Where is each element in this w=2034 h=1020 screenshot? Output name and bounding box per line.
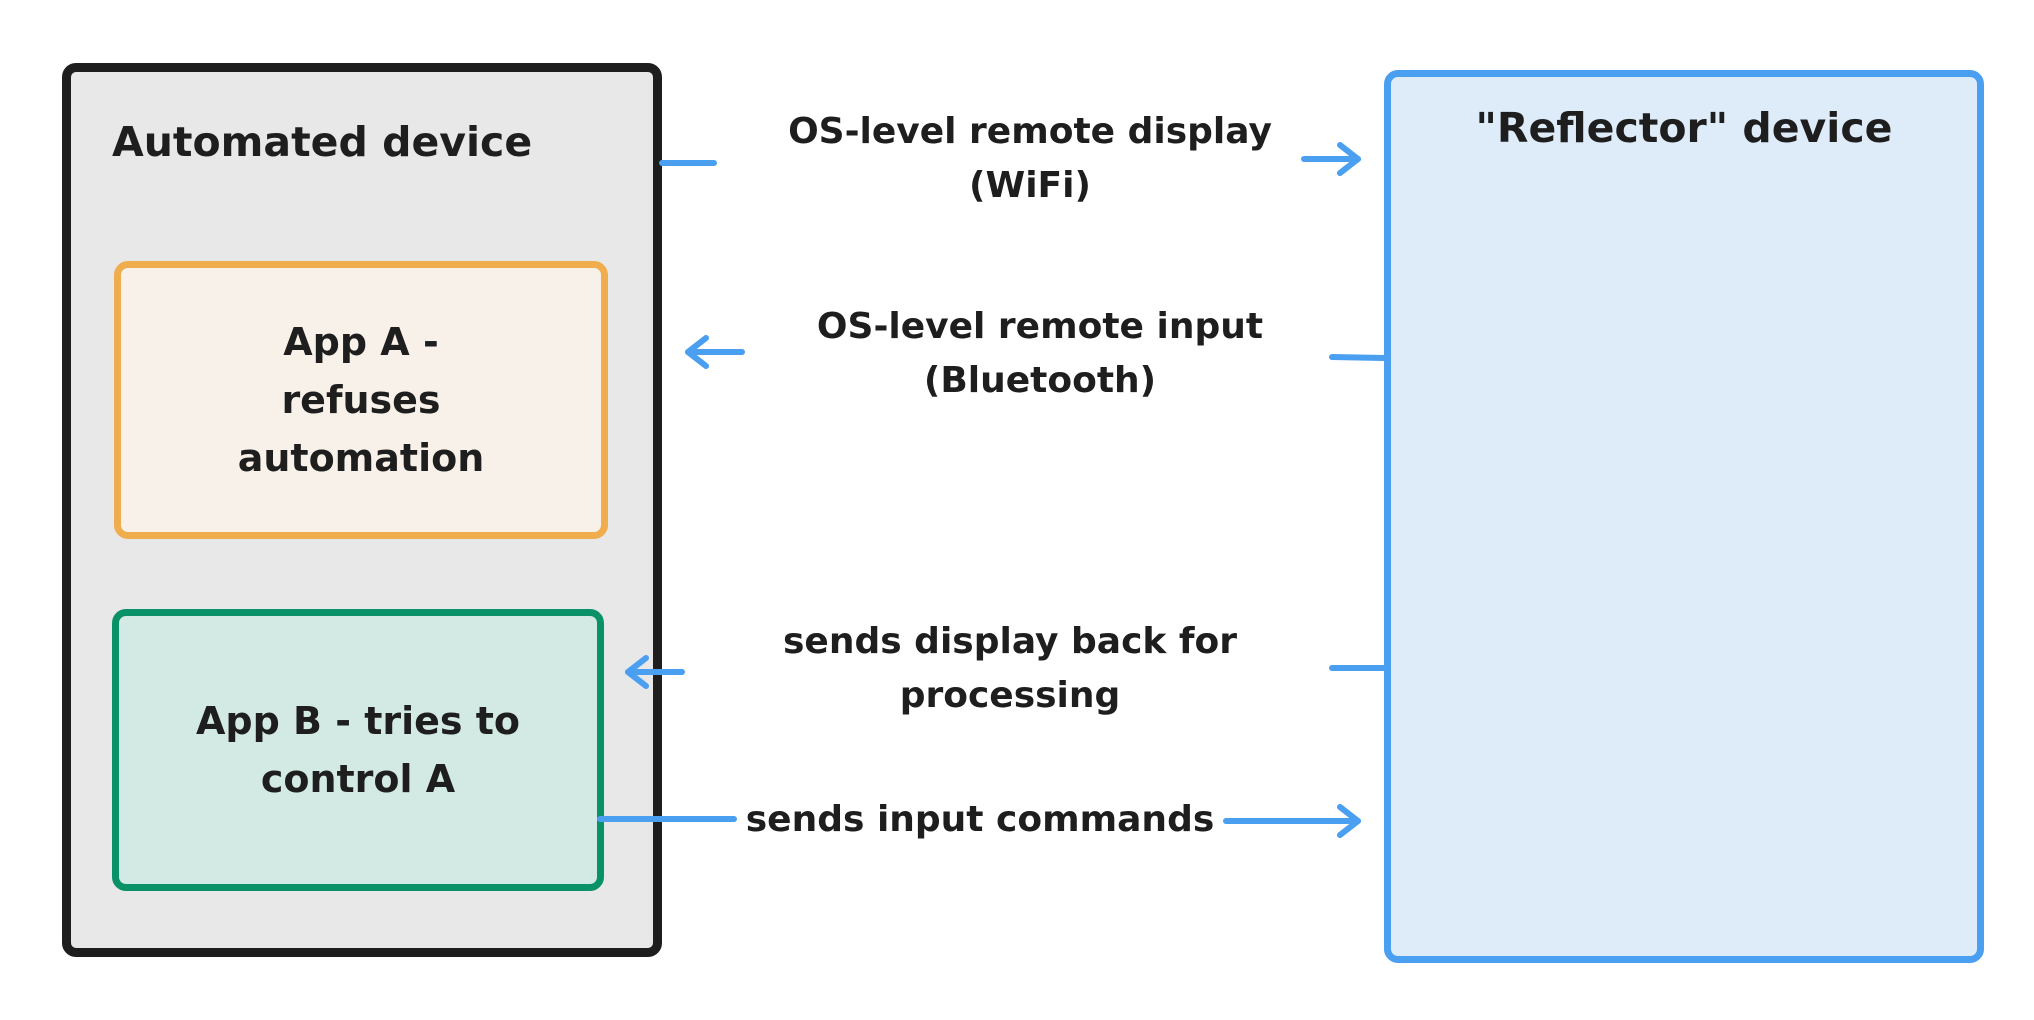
remote-display-text: OS-level remote display (WiFi) (788, 111, 1272, 206)
app-b-text: App B - tries to control A (195, 699, 521, 801)
app-b-label: App B - tries to control A (119, 616, 597, 884)
app-b-box: App B - tries to control A (112, 609, 604, 891)
input-commands-text: sends input commands (740, 793, 1220, 847)
reflector-device-box (1384, 70, 1984, 963)
display-back-text: sends display back for processing (782, 621, 1238, 716)
arrow-remote-input (685, 335, 1387, 369)
app-a-text: App A - refuses automation (237, 320, 485, 480)
reflector-device-title: "Reflector" device (1475, 104, 1893, 152)
arrow-display-back (625, 655, 1387, 689)
arrow-input-commands (597, 804, 1361, 838)
remote-display-label: OS-level remote display (WiFi) (720, 105, 1340, 213)
automated-device-title: Automated device (112, 118, 533, 166)
display-back-label: sends display back for processing (720, 615, 1300, 723)
input-commands-label: sends input commands (740, 793, 1220, 847)
app-a-box: App A - refuses automation (114, 261, 608, 539)
app-a-label: App A - refuses automation (121, 268, 601, 532)
remote-input-label: OS-level remote input (Bluetooth) (720, 300, 1360, 408)
remote-input-text: OS-level remote input (Bluetooth) (816, 306, 1264, 401)
arrow-remote-display (659, 142, 1361, 176)
